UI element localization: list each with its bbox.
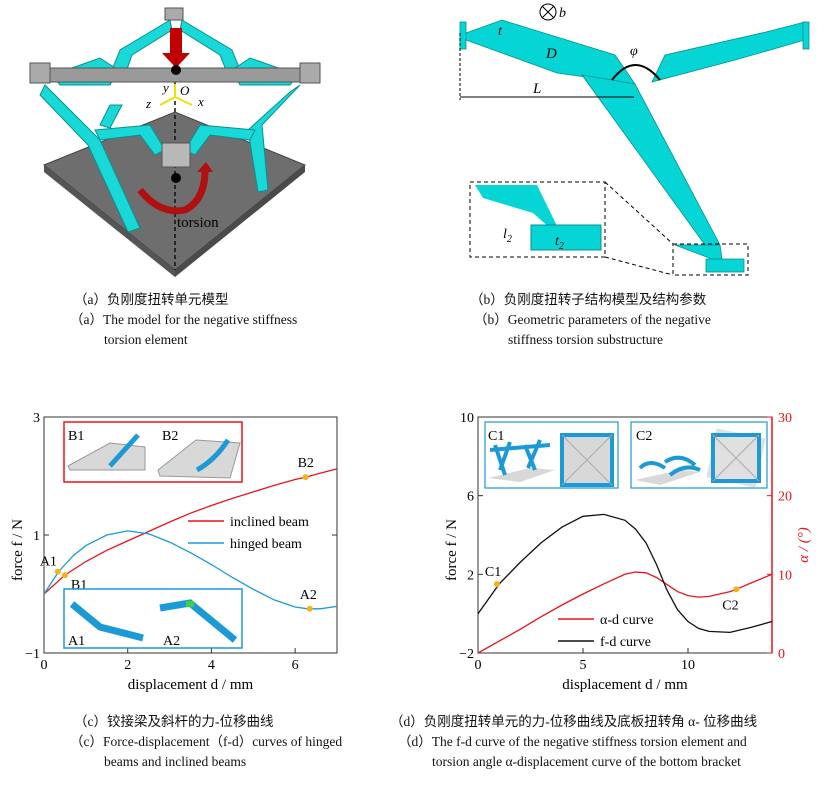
chart-d: 0 5 10 −2 2 6 10 0 10 20 30 displacement d / mm forc… xyxy=(444,411,812,693)
y-tick-label: 2 xyxy=(467,568,474,583)
chart-c-inset-bottom: A1 A2 xyxy=(63,588,243,649)
x-tick-label: 6 xyxy=(292,658,299,673)
y-axis-label: force f / N xyxy=(10,519,26,581)
axis-label-z: z xyxy=(145,96,151,111)
label-phi: φ xyxy=(630,44,638,59)
load-arrow-shaft xyxy=(170,28,182,53)
caption-b-en-1: （b）Geometric parameters of the negative xyxy=(474,312,711,327)
load-arrow-icon xyxy=(162,53,190,68)
caption-a: （a）负刚度扭转单元模型 （a）The model for the negati… xyxy=(70,290,297,350)
y-right-tick-label: 10 xyxy=(778,568,792,583)
marker-label-a2: A2 xyxy=(300,588,317,603)
axis-label-o: O xyxy=(180,83,190,98)
marker-label-a1: A1 xyxy=(40,555,57,570)
panel-b-substructure: b t D φ L l2 t2 xyxy=(459,3,810,276)
legend-label: inclined beam xyxy=(230,515,309,530)
svg-text:t2: t2 xyxy=(555,234,564,252)
legend-label: α-d curve xyxy=(600,613,654,628)
y-tick-label: 3 xyxy=(33,411,40,426)
x-tick-label: 0 xyxy=(41,658,48,673)
y-tick-label: −2 xyxy=(459,647,474,662)
caption-b-en-2: stiffness torsion substructure xyxy=(508,332,663,347)
series-line---d-curve xyxy=(477,571,773,654)
caption-c: （c）铰接梁及斜杆的力-位移曲线 （c）Force-displacement（f… xyxy=(70,712,342,772)
center-block xyxy=(161,142,191,168)
x-tick-label: 4 xyxy=(208,658,215,673)
caption-c-en-1: （c）Force-displacement（f-d）curves of hing… xyxy=(70,734,343,749)
base-plate-edge xyxy=(44,165,175,277)
caption-b: （b）负刚度扭转子结构模型及结构参数 （b）Geometric paramete… xyxy=(470,290,711,350)
caption-c-cn: （c）铰接梁及斜杆的力-位移曲线 xyxy=(74,714,274,729)
label-b: b xyxy=(559,6,566,21)
axis-label-y: y xyxy=(161,80,169,95)
y-tick-label: 1 xyxy=(33,529,40,544)
caption-a-cn: （a）负刚度扭转单元模型 xyxy=(74,292,229,307)
inset-label-c1: C1 xyxy=(488,429,504,444)
y-tick-label: −1 xyxy=(25,647,40,662)
y-tick-label: 6 xyxy=(467,490,474,505)
caption-d-en-1: （d）The f-d curve of the negative stiffne… xyxy=(398,734,747,749)
legend-label: hinged beam xyxy=(230,537,302,552)
inset-label-a2: A2 xyxy=(163,634,180,649)
y-right-tick-label: 30 xyxy=(778,411,792,426)
torsion-arrow-icon xyxy=(137,169,209,215)
axis-label-x: x xyxy=(197,94,204,109)
label-l2: l xyxy=(503,227,507,242)
y-axis-label: force f / N xyxy=(444,519,460,581)
coordinate-axes-icon xyxy=(159,84,193,106)
chart-d-inset-c2: C2 xyxy=(630,421,768,489)
chart-c: 0 2 4 6 −1 1 3 displacement d / mm force f / N in… xyxy=(10,411,338,693)
marker-c2 xyxy=(733,586,740,593)
marker-label-c1: C1 xyxy=(485,565,501,580)
x-axis-label: displacement d / mm xyxy=(562,677,688,693)
torsion-label: torsion xyxy=(177,215,219,231)
caption-d-cn: （d）负刚度扭转单元的力-位移曲线及底板扭转角 α- 位移曲线 xyxy=(390,714,758,729)
label-L: L xyxy=(532,81,541,97)
marker-b1 xyxy=(61,572,68,579)
caption-b-cn: （b）负刚度扭转子结构模型及结构参数 xyxy=(470,292,707,307)
series-line-hinged-beam xyxy=(43,530,338,610)
chart-d-inset-c1: C1 xyxy=(484,421,619,489)
caption-a-en-1: （a）The model for the negative stiffness xyxy=(70,312,298,327)
label-t: t xyxy=(498,24,503,39)
label-t2: t xyxy=(555,234,560,249)
svg-text:l2: l2 xyxy=(503,227,512,245)
y-right-axis-label: α / (°) xyxy=(796,527,812,563)
x-axis-label: displacement d / mm xyxy=(128,677,254,693)
caption-d-en-2: torsion angle α-displacement curve of th… xyxy=(432,754,741,769)
marker-b2 xyxy=(302,474,309,481)
x-tick-label: 2 xyxy=(124,658,131,673)
series-line-inclined-beam xyxy=(43,468,338,595)
x-tick-label: 0 xyxy=(475,658,482,673)
chart-c-inset-top: B1 B2 xyxy=(63,421,243,483)
inset-label-b2: B2 xyxy=(162,429,178,444)
angle-arc xyxy=(611,64,661,81)
inset-label-b1: B1 xyxy=(68,429,84,444)
y-right-tick-label: 20 xyxy=(778,490,792,505)
caption-c-en-2: beams and inclined beams xyxy=(104,754,247,769)
series-line-f-d-curve xyxy=(477,513,773,634)
inset-label-c2: C2 xyxy=(636,429,652,444)
y-tick-label: 10 xyxy=(460,411,474,426)
caption-a-en-2: torsion element xyxy=(104,332,188,347)
marker-c1 xyxy=(493,581,500,588)
x-tick-label: 10 xyxy=(681,658,695,673)
marker-label-c2: C2 xyxy=(722,598,738,613)
panel-a-model: y O z x torsion xyxy=(29,7,321,277)
inset-label-a1: A1 xyxy=(68,634,85,649)
marker-label-b2: B2 xyxy=(298,456,314,471)
legend-label: f-d curve xyxy=(600,635,651,650)
caption-d: （d）负刚度扭转单元的力-位移曲线及底板扭转角 α- 位移曲线 （d）The f… xyxy=(390,712,757,772)
into-page-symbol-icon xyxy=(539,3,557,21)
y-right-tick-label: 0 xyxy=(778,647,785,662)
x-tick-label: 5 xyxy=(580,658,587,673)
marker-a1 xyxy=(54,568,61,575)
label-D: D xyxy=(545,46,557,62)
marker-a2 xyxy=(306,605,313,612)
